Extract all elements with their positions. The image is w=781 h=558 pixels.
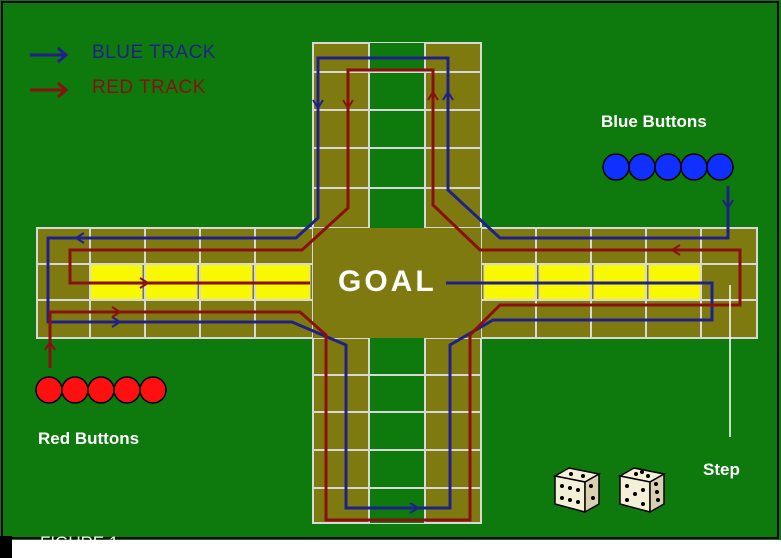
figure-caption: FIGURE 1 <box>40 533 118 553</box>
die-icon <box>620 468 664 512</box>
blue-buttons <box>603 154 733 180</box>
red-button <box>140 377 166 403</box>
red-button <box>36 377 62 403</box>
red-buttons-label: Red Buttons <box>38 429 139 449</box>
legend-red-track: RED TRACK <box>92 77 206 99</box>
blue-button <box>681 154 707 180</box>
blue-buttons-label: Blue Buttons <box>601 112 707 132</box>
die-icon <box>555 468 599 512</box>
blue-button <box>603 154 629 180</box>
blue-button <box>655 154 681 180</box>
red-button <box>88 377 114 403</box>
blue-button <box>629 154 655 180</box>
corner-mark <box>0 536 12 558</box>
legend-blue-track: BLUE TRACK <box>92 42 216 64</box>
bottom-arm-middle-lane <box>369 338 425 523</box>
red-buttons <box>36 377 166 403</box>
step-label: Step <box>703 460 740 480</box>
red-button <box>114 377 140 403</box>
goal-label: GOAL <box>338 265 437 299</box>
red-button <box>62 377 88 403</box>
blue-button <box>707 154 733 180</box>
